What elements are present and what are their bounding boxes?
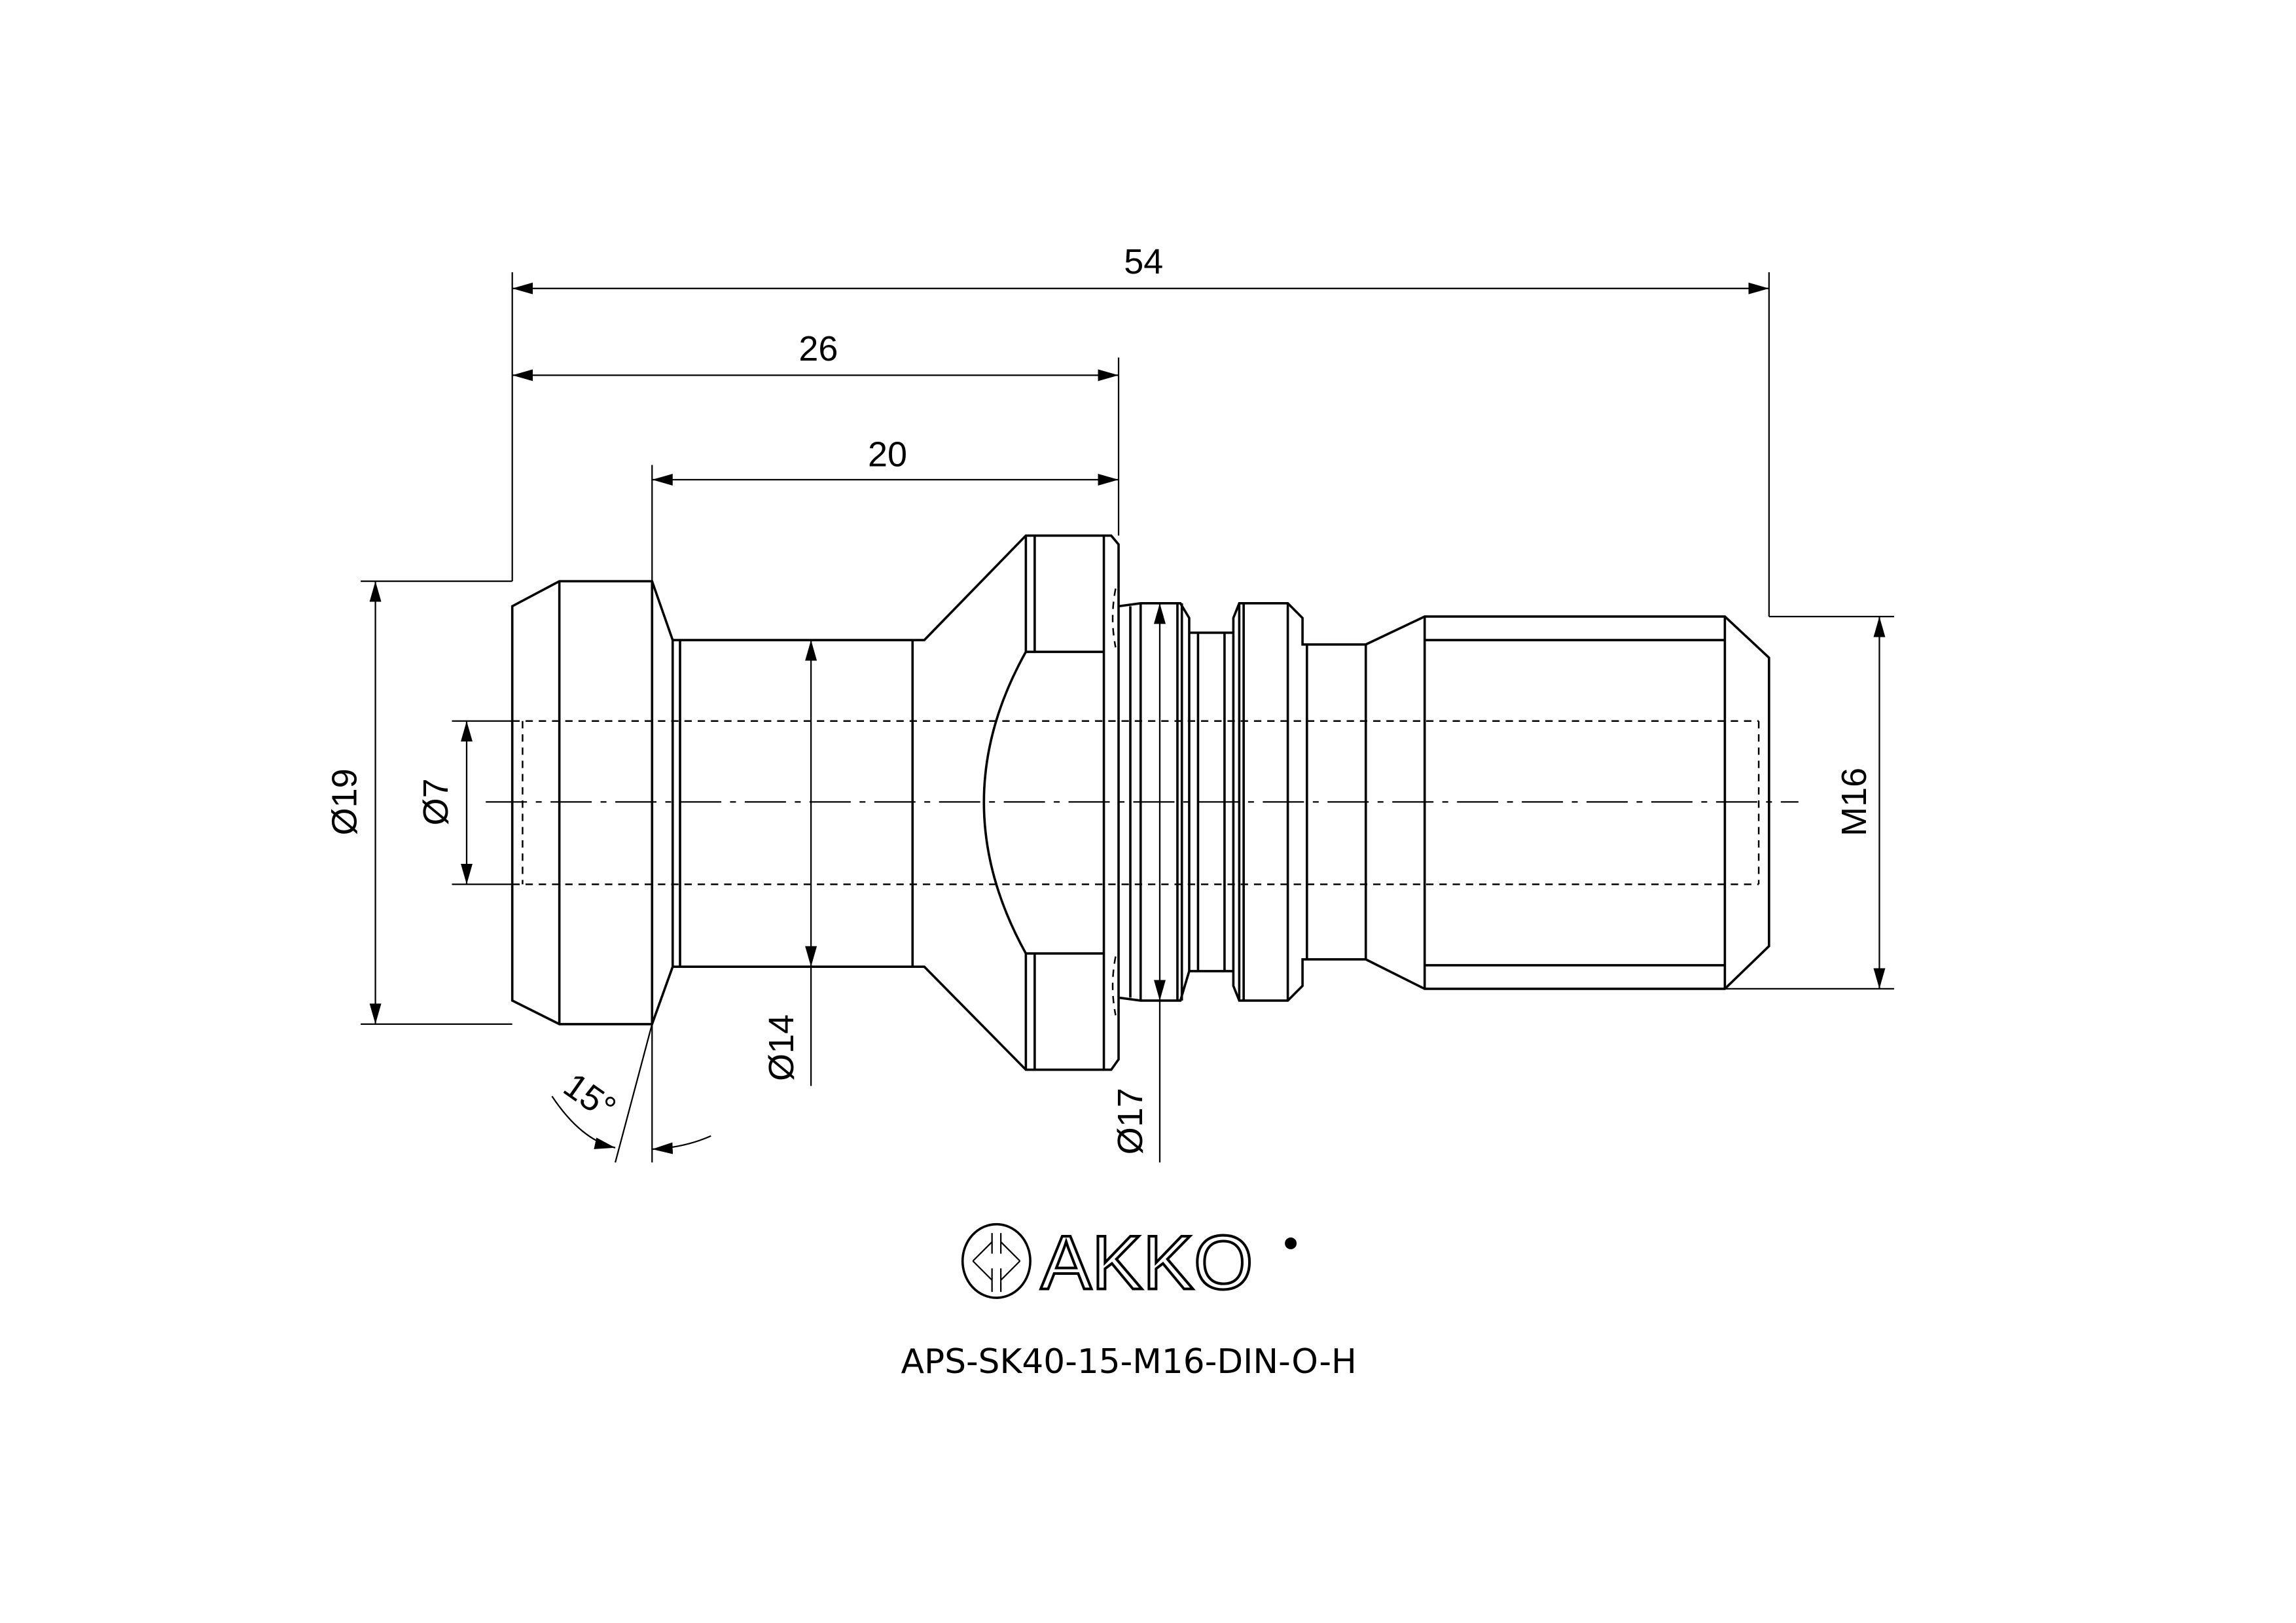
dim-diameter-14: Ø14 bbox=[762, 1014, 801, 1081]
dim-diameter-7: Ø7 bbox=[416, 778, 456, 825]
akko-logo: AKKO bbox=[961, 1219, 1297, 1307]
dim-diameter-17: Ø17 bbox=[1111, 1088, 1150, 1154]
dimension-labels: 54 26 20 Ø19 Ø7 Ø14 Ø17 M16 15° bbox=[325, 242, 1874, 1154]
dim-thread-m16: M16 bbox=[1835, 768, 1874, 836]
dim-54: 54 bbox=[1124, 242, 1163, 281]
dim-diameter-19: Ø19 bbox=[325, 768, 364, 835]
dim-20: 20 bbox=[868, 435, 907, 474]
dimension-lines bbox=[361, 272, 1894, 1163]
dim-angle-15: 15° bbox=[556, 1065, 622, 1128]
dim-26: 26 bbox=[798, 329, 838, 368]
registered-mark-icon bbox=[1285, 1237, 1297, 1249]
part-code: APS-SK40-15-M16-DIN-O-H bbox=[901, 1342, 1357, 1382]
logo-wordmark: AKKO bbox=[1041, 1220, 1253, 1306]
